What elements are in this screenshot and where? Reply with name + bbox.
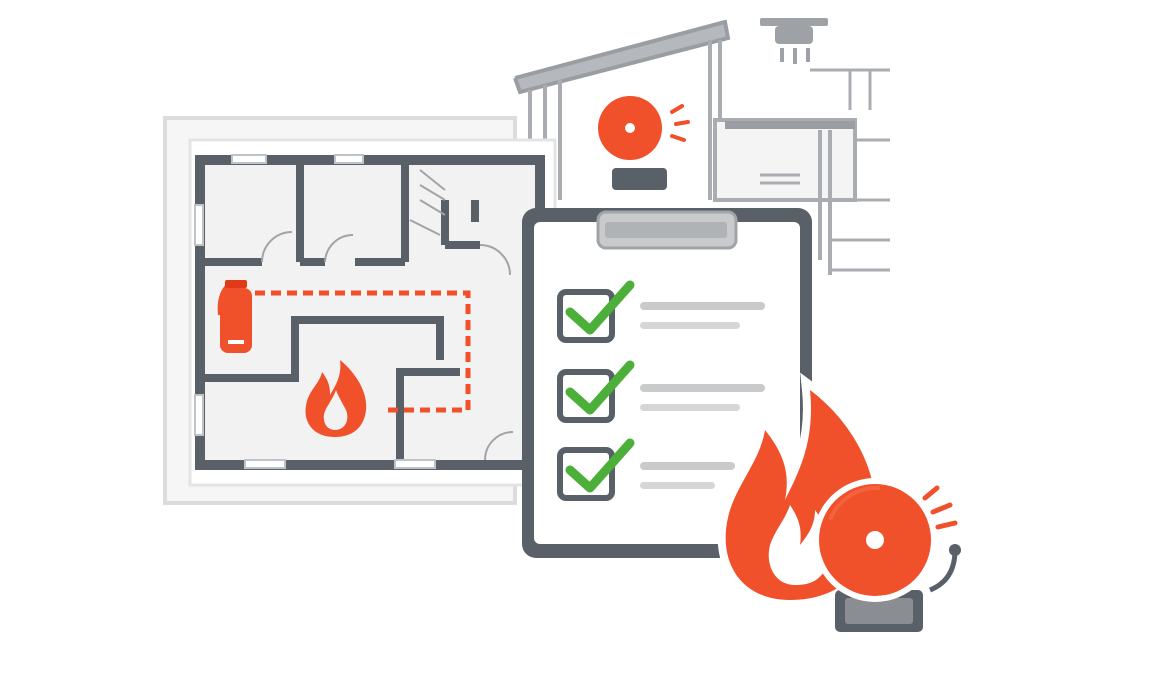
evacuation-route [255,290,471,413]
fire-extinguisher-icon [217,280,252,353]
checklist-item [557,438,735,501]
checklist-item [557,360,765,423]
checklist-item [557,280,765,343]
checkmark-icon [565,360,635,415]
checkmark-icon [565,280,635,335]
checkmark-icon [565,438,635,493]
checklist-clipboard [522,208,812,558]
building-outline [513,19,890,275]
floor-plan [163,116,557,505]
flame-small-icon [305,360,367,437]
alarm-bell-large-icon [813,478,961,632]
smoke-detector-icon [760,18,828,64]
alarm-bell-small-icon [598,96,690,190]
